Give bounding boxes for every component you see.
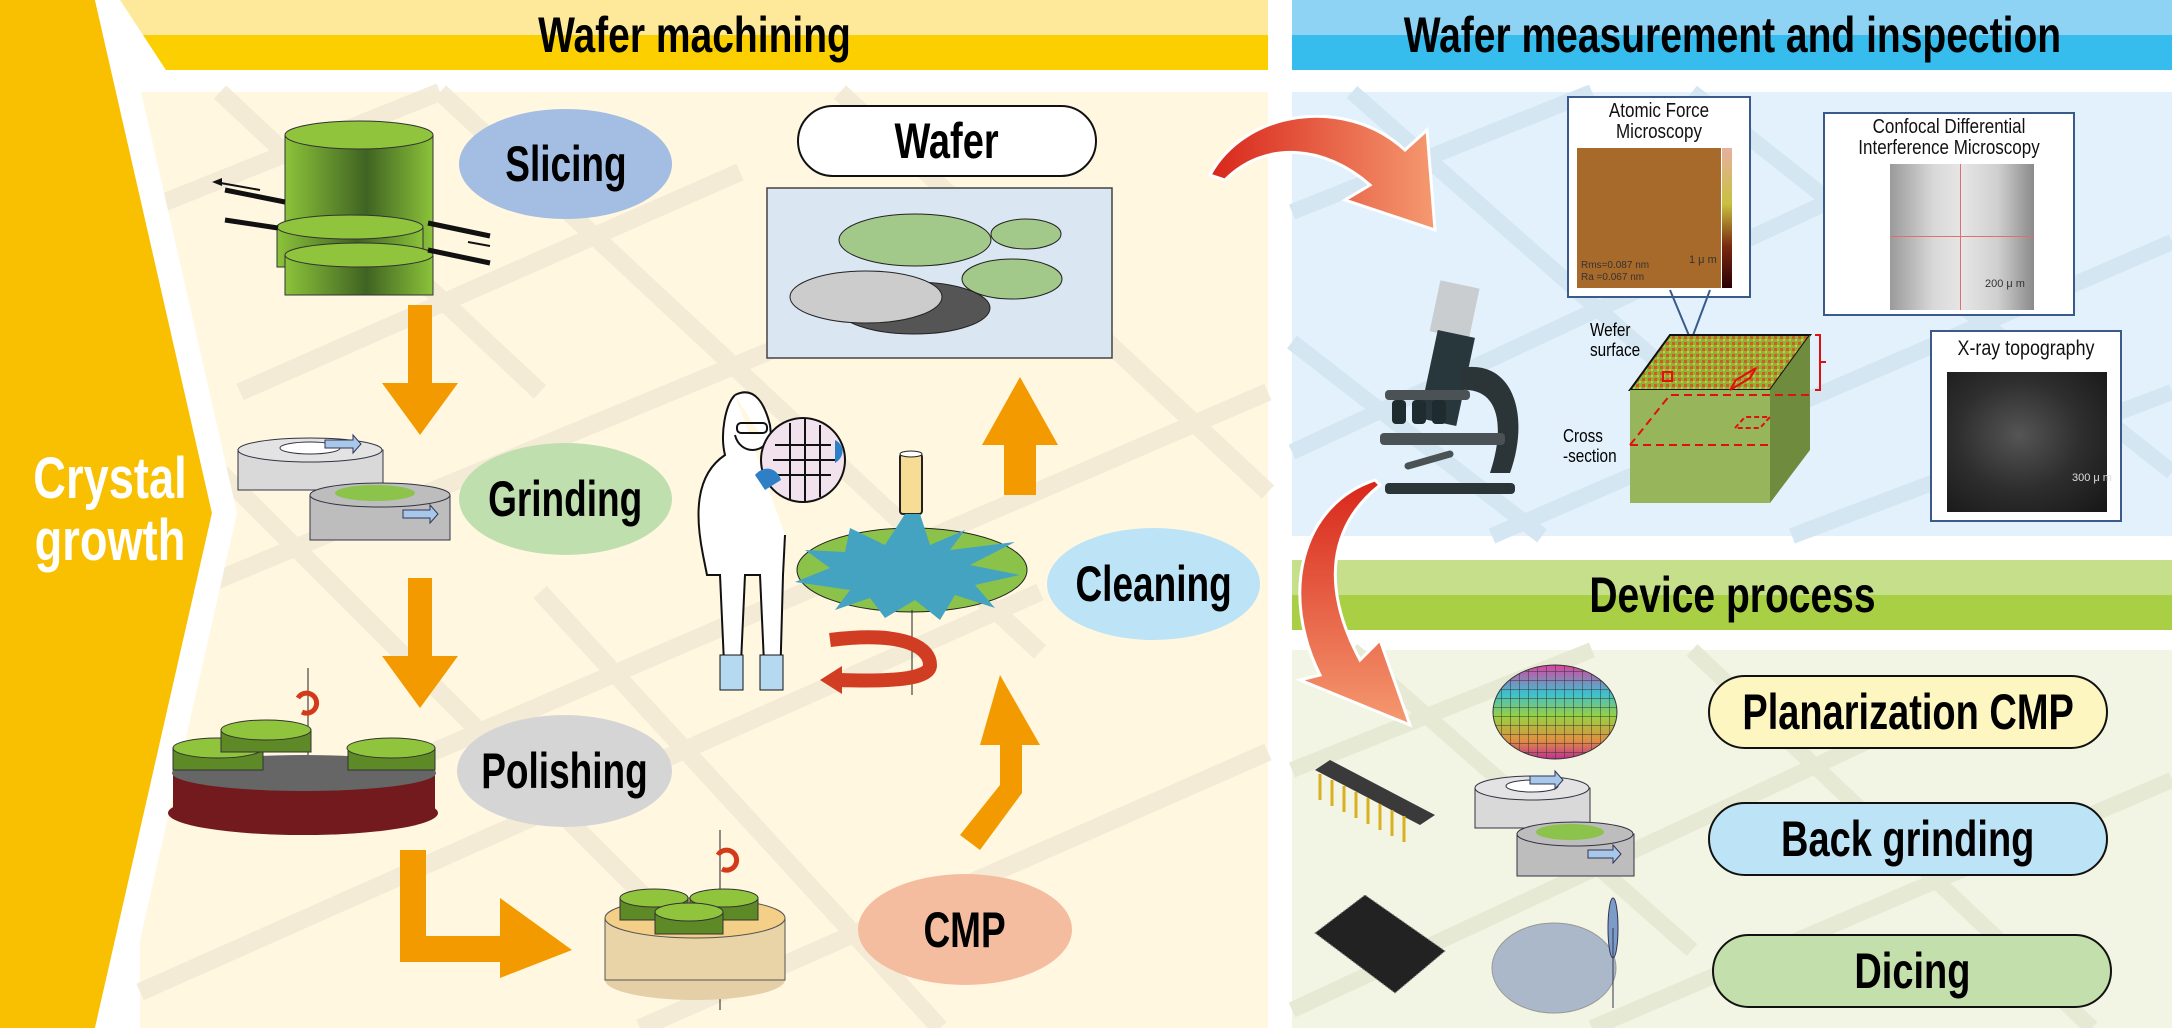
- crystal-growth-chevron: [0, 0, 237, 1028]
- wafer-block-illustration: [1628, 334, 1826, 503]
- polishing-label: Polishing: [457, 715, 672, 827]
- crystal-growth-line1: Crystal: [33, 446, 187, 511]
- confocal-scale: 200 μ m: [1985, 278, 2025, 290]
- dip-chip-icon: [1315, 760, 1435, 842]
- afm-scale: 1 μ m: [1689, 254, 1717, 266]
- cleaning-label: Cleaning: [1047, 528, 1260, 640]
- confocal-title: Confocal Differential Interference Micro…: [1858, 116, 2040, 159]
- cmp-label: CMP: [858, 874, 1072, 985]
- measurement-title: Wafer measurement and inspection: [1403, 7, 2061, 63]
- confocal-image: [1890, 164, 2034, 310]
- back-grinding-label: Back grinding: [1708, 802, 2108, 876]
- flow-arrow-up-icon: [960, 675, 1040, 850]
- crystal-growth-label: Crystal growth: [32, 448, 188, 572]
- back-grinding-illustration: [1474, 769, 1635, 877]
- flow-arrow-up-icon: [982, 377, 1058, 495]
- xray-title: X-ray topography: [1957, 337, 2095, 360]
- afm-title: Atomic Force Microscopy: [1608, 100, 1710, 143]
- afm-rms-value: Rms=0.087 nm: [1581, 260, 1650, 271]
- grinding-wheel-illustration: [237, 433, 451, 541]
- dicing-illustration: [1491, 897, 1619, 1014]
- crystal-growth-line2: growth: [34, 508, 186, 573]
- afm-callout-pointer: [1669, 289, 1711, 339]
- slicing-label: Slicing: [459, 109, 672, 219]
- wafer-illustration: [766, 187, 1113, 359]
- dicing-label: Dicing: [1712, 934, 2112, 1008]
- xray-image: [1947, 372, 2107, 512]
- slicing-ingot-illustration: [212, 120, 491, 296]
- wafer-machining-header: Wafer machining: [120, 0, 1268, 70]
- patterned-wafer-icon: [1492, 664, 1618, 760]
- curved-arrow-to-inspection-icon: [1207, 114, 1437, 233]
- afm-colorbar: [1722, 148, 1732, 288]
- cmp-illustration: [604, 830, 786, 1010]
- device-process-title: Device process: [1588, 567, 1876, 623]
- grinding-label: Grinding: [459, 443, 672, 555]
- xray-inset: X-ray topography 300 μ m: [1930, 330, 2122, 522]
- flow-arrow-right-icon: [400, 850, 572, 978]
- cleanroom-worker-illustration: [697, 391, 846, 691]
- afm-inset: Atomic Force Microscopy Rms=0.087 nm Ra …: [1567, 96, 1751, 298]
- curved-arrow-to-device-icon: [1295, 478, 1413, 728]
- qfp-chip-icon: [1314, 894, 1446, 994]
- xray-scale: 300 μ m: [2072, 472, 2112, 484]
- device-process-header: Device process: [1292, 560, 2172, 630]
- confocal-inset: Confocal Differential Interference Micro…: [1823, 112, 2075, 316]
- wafer-label: Wafer: [797, 105, 1097, 177]
- wafer-surface-label: Wefer surface: [1590, 320, 1641, 360]
- planarization-cmp-label: Planarization CMP: [1708, 675, 2108, 749]
- cross-section-label: Cross -section: [1563, 426, 1617, 466]
- cleaning-illustration: [795, 450, 1028, 695]
- flow-arrow-down-icon: [382, 578, 458, 708]
- measurement-header: Wafer measurement and inspection: [1292, 0, 2172, 70]
- afm-ra-value: Ra =0.067 nm: [1581, 272, 1645, 283]
- wafer-machining-title: Wafer machining: [537, 7, 851, 63]
- afm-image: [1577, 148, 1721, 288]
- polishing-illustration: [168, 668, 438, 835]
- microscope-icon: [1380, 280, 1519, 494]
- flow-arrow-down-icon: [382, 305, 458, 435]
